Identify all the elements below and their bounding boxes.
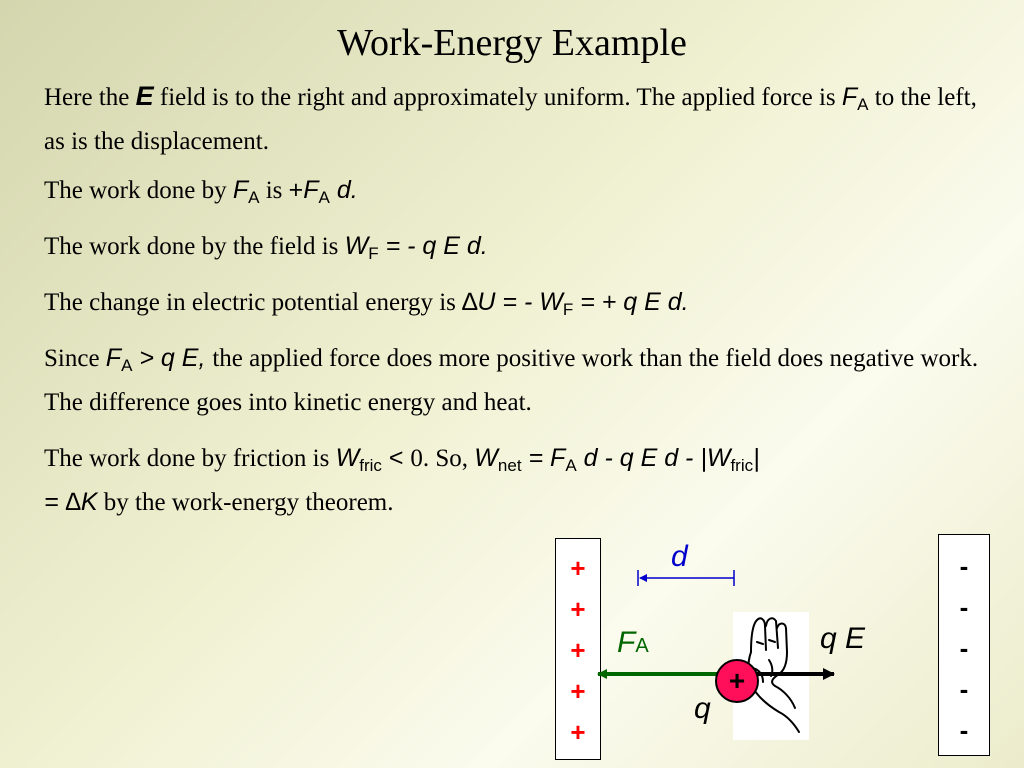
plus-sign: + bbox=[570, 553, 586, 583]
d-label: d bbox=[671, 540, 688, 573]
inequality-fa-qe: FA > q E, bbox=[105, 344, 213, 375]
paragraph-work-field: The work done by the field is WF = - q E… bbox=[44, 232, 488, 263]
positive-charge: + bbox=[715, 659, 759, 703]
symbol-wfric: Wfric bbox=[335, 444, 382, 475]
equation-delta-k: = ∆K bbox=[44, 488, 98, 516]
positive-plate: + + + + + bbox=[555, 538, 601, 760]
equation-wf: WF = - q E d. bbox=[344, 232, 488, 263]
paragraph-potential-energy: The change in electric potential energy … bbox=[44, 288, 689, 319]
qe-label: q E bbox=[820, 622, 866, 655]
minus-sign: - bbox=[959, 592, 969, 622]
minus-sign: - bbox=[959, 551, 969, 581]
equation-wnet: Wnet = FA d - q E d - |Wfric| bbox=[474, 444, 760, 475]
minus-sign: - bbox=[959, 715, 969, 745]
paragraph-friction: The work done by friction is Wfric < 0. … bbox=[44, 444, 760, 516]
minus-sign: - bbox=[959, 674, 969, 704]
equation-delta-u: U = - WF = + q E d. bbox=[477, 288, 689, 319]
symbol-fa: FA bbox=[841, 83, 869, 114]
fa-label: FA bbox=[617, 626, 649, 659]
paragraph-work-applied: The work done by FA is +FA d. bbox=[44, 176, 358, 207]
plus-sign: + bbox=[570, 594, 586, 624]
page-title: Work-Energy Example bbox=[337, 22, 687, 64]
paragraph-field-description: Here the E field is to the right and app… bbox=[44, 81, 977, 155]
minus-sign: - bbox=[959, 633, 969, 663]
plus-sign: + bbox=[570, 635, 586, 665]
q-label: q bbox=[694, 692, 711, 725]
symbol-fa-d: FA d. bbox=[303, 176, 358, 207]
plus-sign: + bbox=[570, 717, 586, 747]
symbol-fa: FA bbox=[232, 176, 260, 207]
paragraph-since: Since FA > q E, the applied force does m… bbox=[44, 344, 979, 416]
plus-sign: + bbox=[570, 676, 586, 706]
symbol-e: E bbox=[135, 81, 154, 111]
negative-plate: - - - - - bbox=[938, 534, 990, 756]
